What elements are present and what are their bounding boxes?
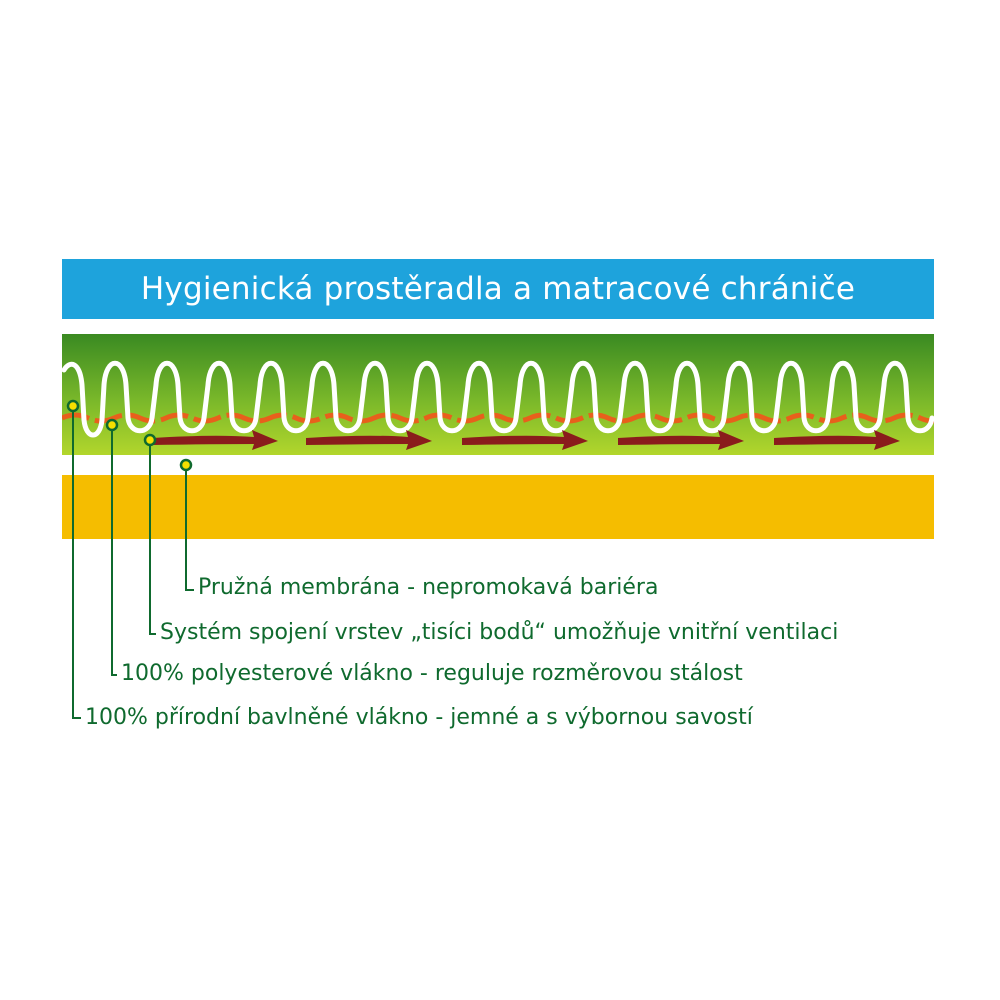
orange-fiber-line bbox=[62, 412, 934, 424]
ventilation-arrow bbox=[152, 430, 278, 450]
leader-dot bbox=[105, 418, 119, 432]
label-bonding-system: Systém spojení vrstev „tisíci bodů“ umož… bbox=[160, 620, 839, 645]
ventilation-arrow bbox=[462, 430, 588, 450]
leader-line bbox=[185, 465, 194, 591]
ventilation-arrow bbox=[306, 430, 432, 450]
ventilation-arrows bbox=[152, 430, 900, 450]
leader-line bbox=[72, 406, 81, 719]
white-gap-layer bbox=[62, 455, 934, 475]
leader-dot bbox=[143, 433, 157, 447]
ventilation-arrow bbox=[618, 430, 744, 450]
diagram-title: Hygienická prostěradla a matracové chrán… bbox=[140, 271, 856, 307]
label-membrane: Pružná membrána - nepromokavá bariéra bbox=[198, 575, 659, 600]
membrane-layer bbox=[62, 475, 934, 539]
leader-lines bbox=[66, 399, 194, 719]
ventilation-arrow bbox=[774, 430, 900, 450]
leader-dot bbox=[179, 458, 193, 472]
leader-line bbox=[149, 440, 156, 635]
title-banner: Hygienická prostěradla a matracové chrán… bbox=[62, 259, 934, 319]
leader-line bbox=[111, 425, 117, 676]
label-cotton-fiber: 100% přírodní bavlněné vlákno - jemné a … bbox=[85, 705, 753, 730]
label-polyester-fiber: 100% polyesterové vlákno - reguluje rozm… bbox=[121, 661, 743, 686]
white-cotton-wave bbox=[62, 361, 934, 438]
leader-dot bbox=[66, 399, 80, 413]
